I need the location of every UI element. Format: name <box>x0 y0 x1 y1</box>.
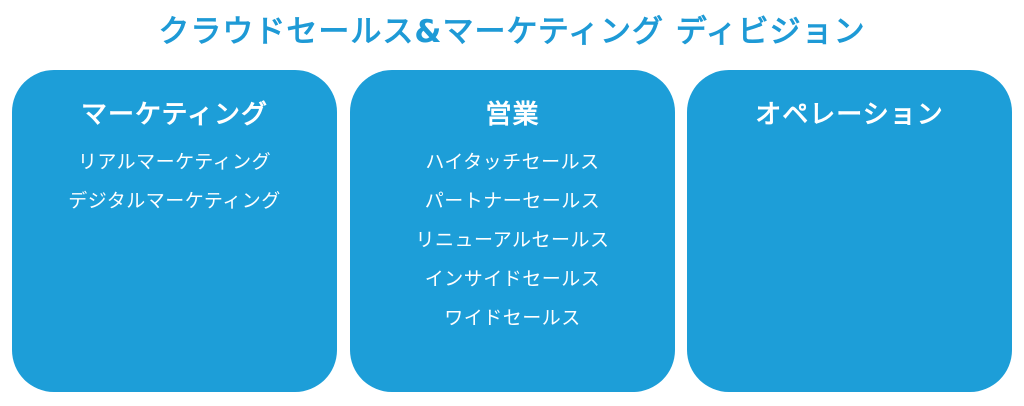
division-title: マーケティング <box>81 100 268 130</box>
division-card-marketing: マーケティング リアルマーケティング デジタルマーケティング <box>12 70 337 392</box>
division-item-list: ハイタッチセールス パートナーセールス リニューアルセールス インサイドセールス… <box>350 143 675 338</box>
division-item: リアルマーケティング <box>77 151 272 173</box>
division-item: ハイタッチセールス <box>425 151 600 173</box>
division-card-sales: 営業 ハイタッチセールス パートナーセールス リニューアルセールス インサイドセ… <box>350 70 675 392</box>
division-item-list: リアルマーケティング デジタルマーケティング <box>12 143 337 221</box>
division-card-operations: オペレーション <box>687 70 1012 392</box>
page-title: クラウドセールス&マーケティング ディビジョン <box>158 14 866 50</box>
division-item: インサイドセールス <box>424 268 601 290</box>
division-item: ワイドセールス <box>444 307 581 329</box>
division-title: オペレーション <box>755 100 944 130</box>
division-item: デジタルマーケティング <box>68 190 281 212</box>
division-item: リニューアルセールス <box>415 229 610 251</box>
division-item: パートナーセールス <box>424 190 601 212</box>
division-title: 営業 <box>485 100 540 130</box>
